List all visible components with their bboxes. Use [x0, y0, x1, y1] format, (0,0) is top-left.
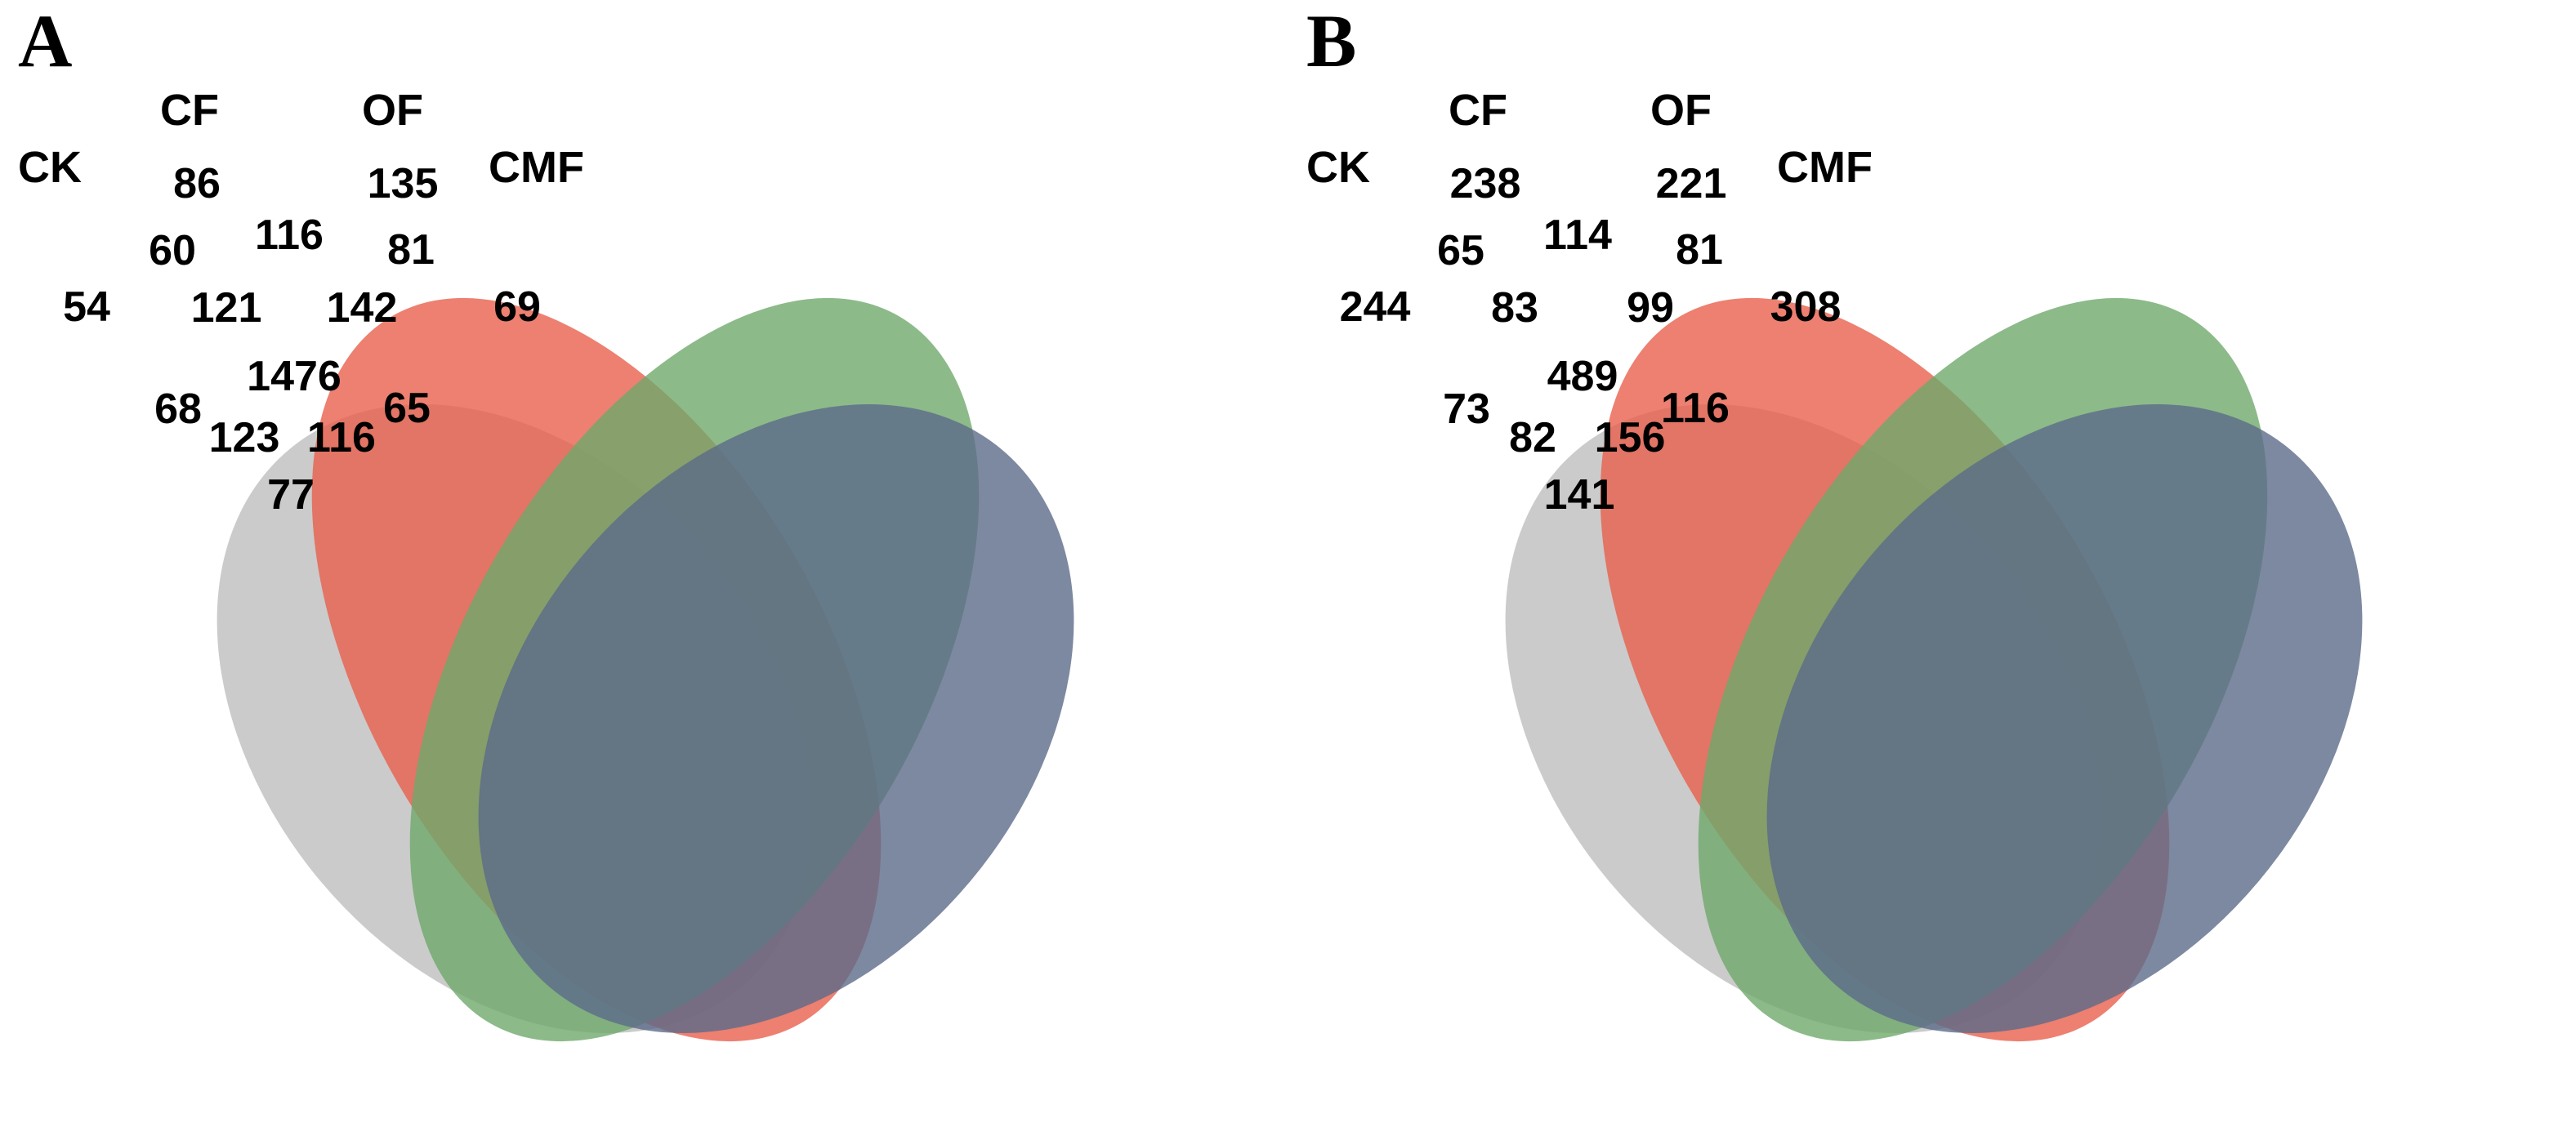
count-ck-only-b: 244: [1339, 283, 1411, 331]
ellipse-cmf-a: [478, 404, 1074, 1033]
count-ck-cf-cmf-b: 156: [1594, 414, 1666, 461]
set-label-cmf-a: CMF: [489, 143, 584, 192]
set-label-ck-b: CK: [1306, 143, 1370, 192]
venn-panel-b: B CK CF OF CMF 244 238 221 308 65 114 81…: [1288, 0, 2576, 1145]
count-ck-only-a: 54: [63, 283, 110, 331]
set-label-of-b: OF: [1650, 86, 1712, 135]
count-ck-cf-of-a: 121: [190, 284, 262, 332]
count-of-cmf-b: 81: [1676, 226, 1723, 274]
set-label-cf-b: CF: [1449, 86, 1507, 135]
set-label-ck-a: CK: [18, 143, 82, 192]
count-ck-of-cmf-a: 123: [208, 414, 280, 461]
count-cmf-only-b: 308: [1770, 283, 1842, 331]
count-ck-cf-a: 60: [149, 227, 196, 274]
venn-ellipses-b: [1505, 297, 2363, 1042]
set-label-of-a: OF: [362, 86, 423, 135]
count-cf-of-cmf-b: 99: [1627, 284, 1674, 332]
count-ck-of-b: 73: [1443, 385, 1490, 433]
count-cf-cmf-a: 65: [383, 385, 431, 432]
count-cf-cmf-b: 116: [1661, 385, 1730, 432]
count-of-only-b: 221: [1655, 160, 1727, 207]
count-cmf-only-a: 69: [493, 283, 541, 331]
count-cf-of-cmf-a: 142: [326, 284, 398, 332]
count-ck-cf-cmf-a: 116: [307, 414, 376, 461]
count-all-four-a: 1476: [247, 353, 342, 400]
count-ck-cf-b: 65: [1437, 227, 1484, 274]
count-of-only-a: 135: [367, 160, 439, 207]
count-ck-of-cmf-b: 82: [1509, 414, 1556, 461]
count-cf-only-b: 238: [1449, 160, 1521, 207]
count-ck-cmf-a: 77: [267, 471, 315, 519]
venn-ellipses-a: [217, 297, 1074, 1042]
venn-diagram-a: CK CF OF CMF 54 86 135 69 60 116 81 121 …: [18, 86, 1074, 1042]
count-ck-cmf-b: 141: [1543, 471, 1615, 519]
count-cf-of-b: 114: [1543, 212, 1612, 259]
count-cf-only-a: 86: [173, 160, 221, 207]
venn-diagram-b: CK CF OF CMF 244 238 221 308 65 114 81 8…: [1288, 0, 2576, 1145]
ellipse-cmf-b: [1766, 404, 2363, 1033]
set-label-cmf-b: CMF: [1777, 143, 1873, 192]
count-of-cmf-a: 81: [387, 226, 435, 274]
count-ck-cf-of-b: 83: [1491, 284, 1538, 332]
count-all-four-b: 489: [1547, 353, 1618, 400]
count-ck-of-a: 68: [154, 385, 202, 433]
venn-panel-a: A CK CF OF CMF 54 86 135 69 60 116 81 12…: [18, 0, 1074, 1042]
set-label-cf-a: CF: [160, 86, 219, 135]
panel-letter-a: A: [18, 0, 73, 82]
panel-letter-b: B: [1306, 0, 1357, 82]
count-cf-of-a: 116: [255, 212, 324, 259]
